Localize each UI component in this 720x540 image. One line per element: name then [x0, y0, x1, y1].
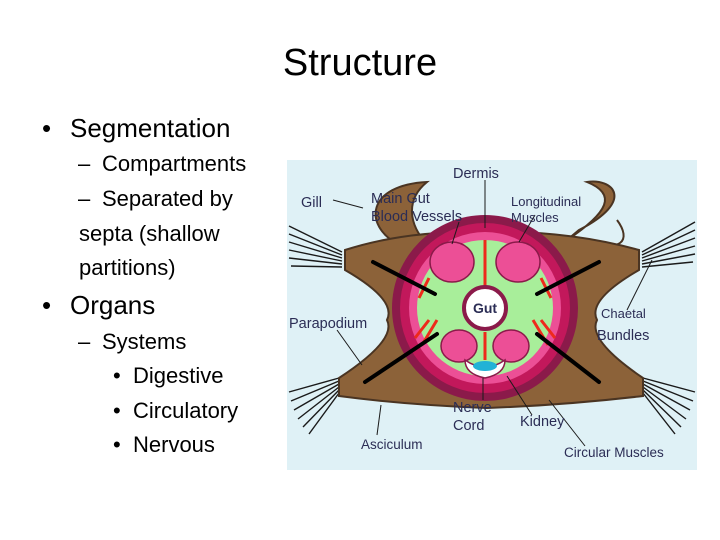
bullet-text: Compartments	[102, 151, 247, 176]
bullet-text: septa (shallow	[79, 221, 220, 246]
label-gill: Gill	[301, 195, 322, 211]
label-asciculum: Asciculum	[361, 437, 423, 452]
label-chaetal-1: Chaetal	[601, 306, 646, 321]
bullet-text: Circulatory	[133, 398, 239, 423]
sub-bullet-continuation: partitions)	[79, 255, 176, 281]
gill-left	[374, 180, 430, 247]
bullet-marker: •	[113, 432, 121, 457]
label-longitudinal-2: Muscles	[511, 210, 559, 225]
bullet-text: Separated by	[102, 186, 233, 211]
pointer-lines	[332, 180, 653, 447]
label-parapodium: Parapodium	[289, 316, 367, 332]
bullet-marker: •	[113, 363, 121, 388]
label-nerve-1: Nerve	[453, 400, 492, 416]
label-circular-muscles: Circular Muscles	[564, 445, 664, 460]
label-nerve-2: Cord	[453, 418, 484, 434]
ventral-muscle-right	[492, 329, 530, 363]
polychaete-cross-section-diagram: Gut Gill Main Gut Blood Vessels Dermis L…	[287, 160, 697, 470]
gut-label: Gut	[473, 300, 497, 316]
sub-sub-bullet-digestive: • Digestive	[113, 363, 223, 389]
label-dermis: Dermis	[453, 166, 499, 182]
chaetae-bristles	[288, 221, 696, 435]
label-chaetal-2: Bundles	[597, 328, 649, 344]
label-longitudinal-1: Longitudinal	[511, 194, 581, 209]
bullet-text: partitions)	[79, 255, 176, 280]
bullet-text: Nervous	[133, 432, 215, 457]
bullet-text: Systems	[102, 329, 187, 354]
longitudinal-muscle-right	[495, 241, 541, 283]
bullet-text: Digestive	[133, 363, 224, 388]
bullet-text: Segmentation	[70, 113, 231, 143]
gut	[462, 285, 508, 331]
bullet-organs: • Organs	[42, 290, 155, 321]
longitudinal-muscle-left	[429, 241, 475, 283]
dash-marker: –	[78, 151, 91, 176]
sub-sub-bullet-nervous: • Nervous	[113, 432, 215, 458]
label-main-gut-1: Main Gut	[371, 191, 430, 207]
sub-bullet-systems: –Systems	[78, 329, 186, 355]
sub-sub-bullet-circulatory: • Circulatory	[113, 398, 238, 424]
ventral-muscle-left	[440, 329, 478, 363]
dash-marker: –	[78, 186, 91, 211]
label-main-gut-2: Blood Vessels	[371, 209, 462, 225]
sub-bullet-compartments: –Compartments	[78, 151, 246, 177]
sub-bullet-continuation: septa (shallow	[79, 221, 220, 247]
dash-marker: –	[78, 329, 91, 354]
sub-bullet-separated: –Separated by	[78, 186, 233, 212]
label-kidney: Kidney	[520, 414, 565, 430]
gill-right	[566, 180, 616, 241]
slide-title: Structure	[282, 42, 438, 84]
bullet-marker: •	[42, 113, 52, 143]
bullet-marker: •	[42, 290, 52, 320]
aciculae	[363, 260, 601, 384]
bullet-segmentation: • Segmentation	[42, 113, 230, 144]
nerve-cord-core	[473, 361, 497, 371]
bullet-text: Organs	[70, 290, 156, 320]
bullet-marker: •	[113, 398, 121, 423]
